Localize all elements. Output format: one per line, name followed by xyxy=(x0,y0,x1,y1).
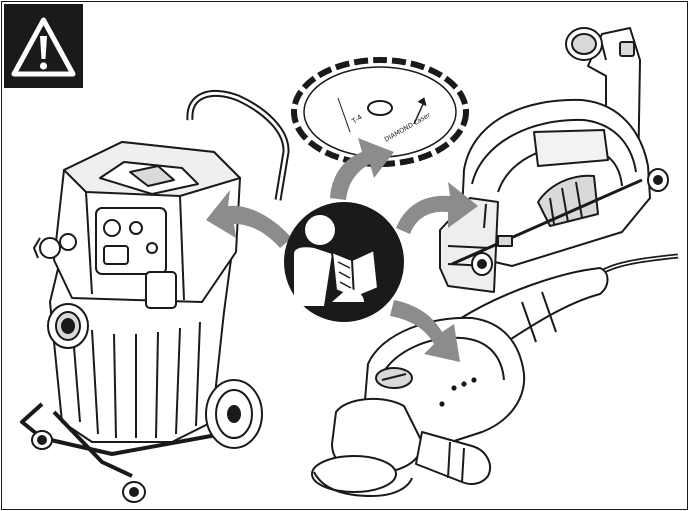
arrows-to-accessories xyxy=(206,138,478,362)
arrow-to-blade xyxy=(330,138,394,200)
arrow-to-guard xyxy=(396,182,478,234)
warning-badge xyxy=(4,4,83,88)
read-manual-icon xyxy=(284,202,404,322)
cutting-guard-hood xyxy=(439,27,669,293)
vacuum-extractor xyxy=(20,89,290,503)
angle-grinder xyxy=(311,253,679,497)
arrow-to-vacuum xyxy=(206,190,292,248)
diamond-cutting-blade: T-4 DIAMOND Laser xyxy=(291,57,469,167)
warning-triangle-icon xyxy=(11,17,76,77)
arrow-to-grinder xyxy=(390,300,460,362)
